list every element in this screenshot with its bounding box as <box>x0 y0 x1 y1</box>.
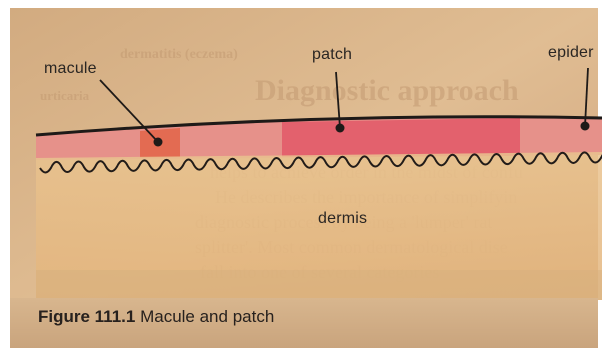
epidermis-label: epider <box>548 44 594 62</box>
figure-number: Figure 111.1 <box>38 307 135 326</box>
patch-band <box>282 118 520 157</box>
svg-text:dermatitis (eczema): dermatitis (eczema) <box>120 47 238 62</box>
svg-text:Diagnostic approach: Diagnostic approach <box>255 74 519 107</box>
patch-dot <box>336 124 345 133</box>
dermis-label: dermis <box>318 210 367 228</box>
patch-label: patch <box>312 46 352 64</box>
figure-title: Macule and patch <box>140 307 274 326</box>
macule-label: macule <box>44 60 97 78</box>
svg-text:urticaria: urticaria <box>40 88 90 103</box>
epidermis-dot <box>581 122 590 131</box>
macule-dot <box>154 138 163 147</box>
figure-caption: Figure 111.1 Macule and patch <box>38 307 274 327</box>
